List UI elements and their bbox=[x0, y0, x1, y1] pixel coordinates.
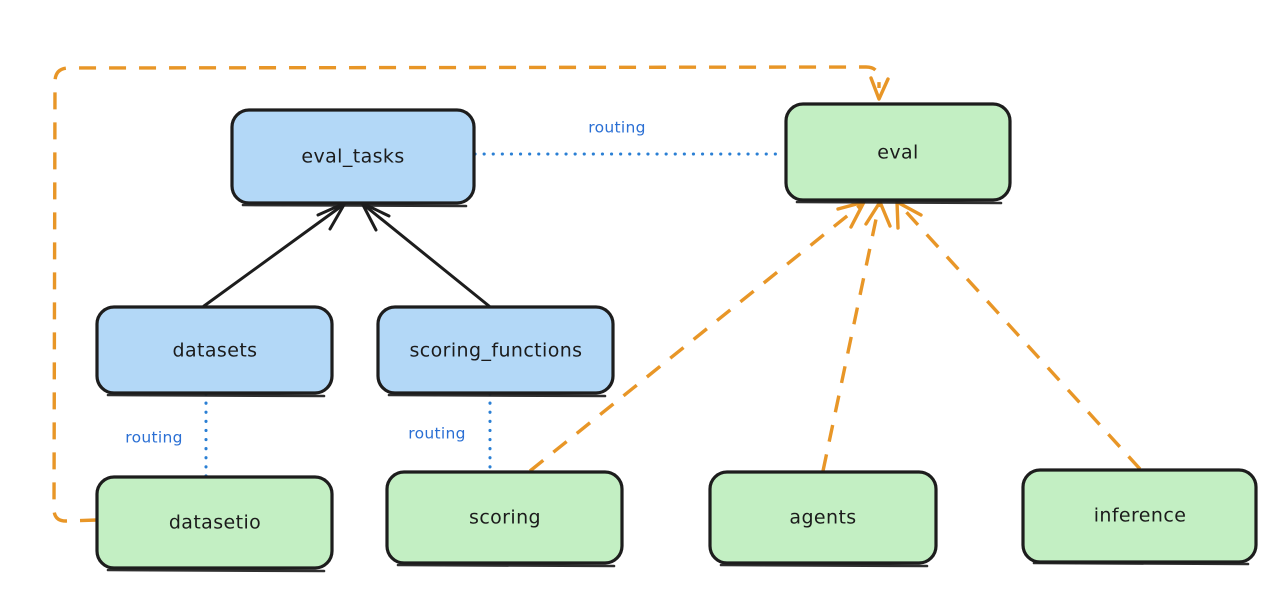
node-scoring-label: scoring bbox=[469, 507, 541, 529]
node-eval-shape bbox=[784, 102, 1012, 202]
node-scoring-functions[interactable]: scoring_functions bbox=[376, 305, 615, 398]
node-inference-label: inference bbox=[1094, 505, 1187, 527]
node-agents-shape bbox=[708, 470, 938, 565]
node-eval-label: eval bbox=[877, 142, 918, 164]
node-scoring-shape bbox=[385, 470, 624, 565]
node-eval[interactable]: eval bbox=[784, 102, 1012, 205]
node-layer: eval_tasks eval datasets scoring_functio… bbox=[95, 102, 1258, 573]
node-agents[interactable]: agents bbox=[708, 470, 938, 568]
node-datasets-shape bbox=[95, 305, 334, 395]
node-datasetio-shape bbox=[95, 475, 334, 570]
node-datasetio[interactable]: datasetio bbox=[95, 475, 334, 573]
edge-agents-to-eval bbox=[821, 200, 892, 472]
node-eval-tasks[interactable]: eval_tasks bbox=[230, 108, 476, 208]
node-eval-tasks-label: eval_tasks bbox=[301, 146, 404, 168]
edge-label-routing-datasets: routing bbox=[125, 429, 183, 447]
arrowhead-orange-eval-top bbox=[869, 76, 890, 101]
edge-label-routing-eval-tasks: routing bbox=[588, 119, 646, 137]
edge-datasets-to-eval-tasks bbox=[202, 201, 347, 308]
node-inference[interactable]: inference bbox=[1021, 468, 1258, 566]
node-inference-shape bbox=[1021, 468, 1258, 564]
node-agents-label: agents bbox=[789, 507, 856, 529]
node-scoring-functions-label: scoring_functions bbox=[410, 340, 583, 362]
node-datasets[interactable]: datasets bbox=[95, 305, 334, 398]
node-eval-tasks-shape bbox=[230, 108, 476, 205]
edge-label-layer: routing routing routing bbox=[125, 119, 646, 447]
node-datasetio-label: datasetio bbox=[169, 512, 261, 534]
edge-scoring-functions-to-eval-tasks bbox=[360, 201, 491, 308]
edge-label-routing-scoring: routing bbox=[408, 425, 466, 443]
node-scoring-functions-shape bbox=[376, 305, 615, 395]
edge-inference-to-eval bbox=[895, 200, 1142, 471]
edge-datasetio-to-eval bbox=[52, 65, 890, 523]
node-datasets-label: datasets bbox=[173, 340, 258, 362]
arrowhead-orange-agents bbox=[864, 200, 892, 228]
node-scoring[interactable]: scoring bbox=[385, 470, 624, 568]
